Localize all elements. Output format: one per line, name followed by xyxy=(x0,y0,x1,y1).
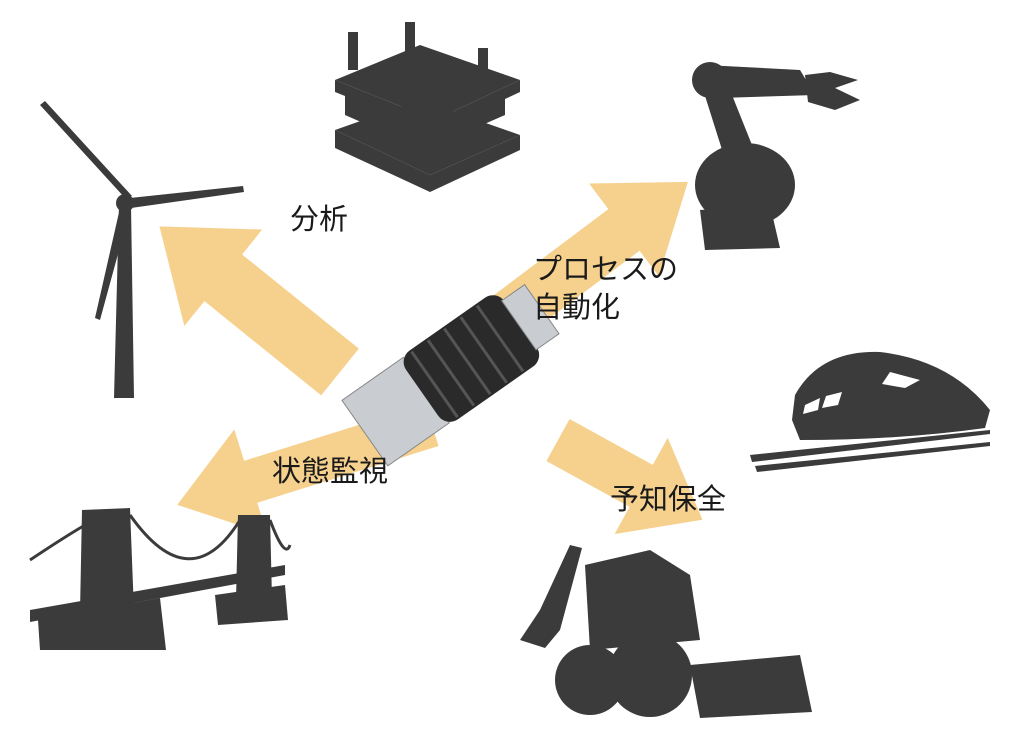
suspension-bridge-icon xyxy=(29,508,292,650)
label-condition-monitoring: 状態監視 xyxy=(272,454,389,488)
sensor-device xyxy=(341,283,560,467)
arrow-analysis xyxy=(159,226,359,396)
press-machine-icon xyxy=(335,22,520,192)
sensor-mount xyxy=(500,283,560,351)
label-process-automation-2: 自動化 xyxy=(533,290,621,324)
arrow-predictive-maintenance xyxy=(546,418,703,535)
wind-turbine-icon xyxy=(40,101,244,398)
label-predictive-maintenance: 予知保全 xyxy=(610,482,727,516)
backhoe-loader-icon xyxy=(520,545,812,718)
label-process-automation-1: プロセスの xyxy=(533,252,679,286)
label-analysis: 分析 xyxy=(290,202,349,236)
train-icon xyxy=(750,351,990,472)
robot-arm-icon xyxy=(692,62,860,250)
